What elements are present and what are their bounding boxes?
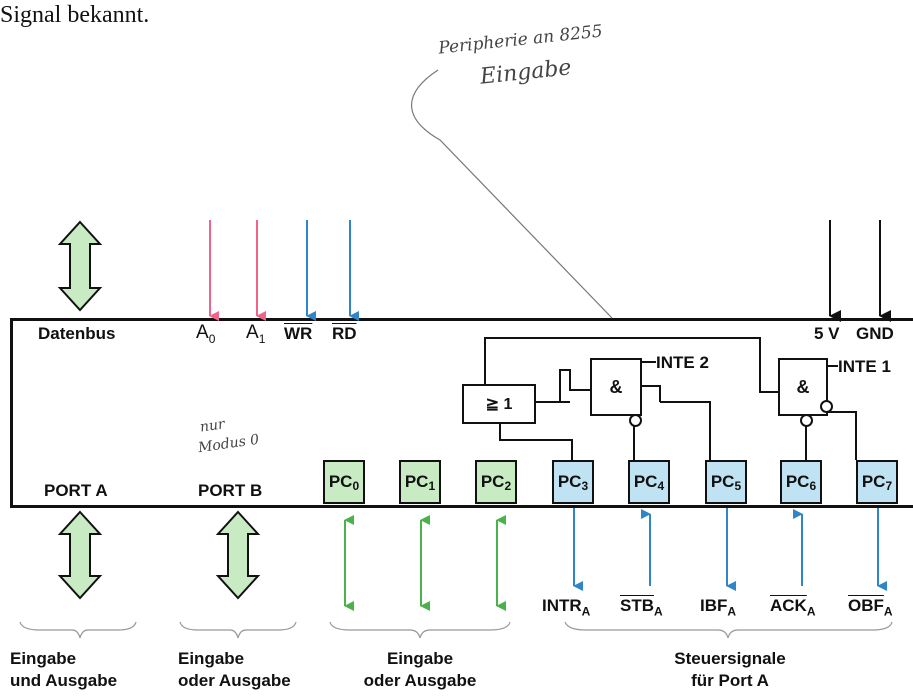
vcc-label: 5 V [814,324,840,343]
inverter-bubble-and1a [820,400,833,413]
inverter-bubble-and1b [800,414,813,427]
caption-braces [19,621,893,639]
or-gate: ≧ 1 [462,384,536,424]
gnd-label: GND [856,324,894,343]
port-a-label: PORT A [44,481,108,500]
inverter-bubble-and2 [629,414,642,427]
inte2-label: INTE 2 [656,353,709,372]
ack-label: ACKA [770,596,816,619]
rd-label: RD [332,324,357,343]
and-gate-2: & [590,358,642,416]
porta-arrow [57,510,103,600]
a1-label: A1 [246,322,266,346]
datenbus-label: Datenbus [38,324,116,343]
wr-label: WR [284,324,313,343]
port-b-label: PORT B [198,481,263,500]
stb-label: STBA [620,596,663,619]
portb-arrow [215,510,261,600]
intr-label: INTRA [542,596,591,619]
a0-label: A0 [196,322,216,346]
ibf-label: IBFA [700,596,737,619]
inte1-label: INTE 1 [838,357,891,376]
obf-label: OBFA [848,596,893,619]
and-gate-1: & [778,358,828,416]
header-text: Signal bekannt. [0,2,150,28]
chip-8255-body [10,318,913,508]
databus-arrow [57,220,103,312]
pencil-stroke [411,69,613,319]
